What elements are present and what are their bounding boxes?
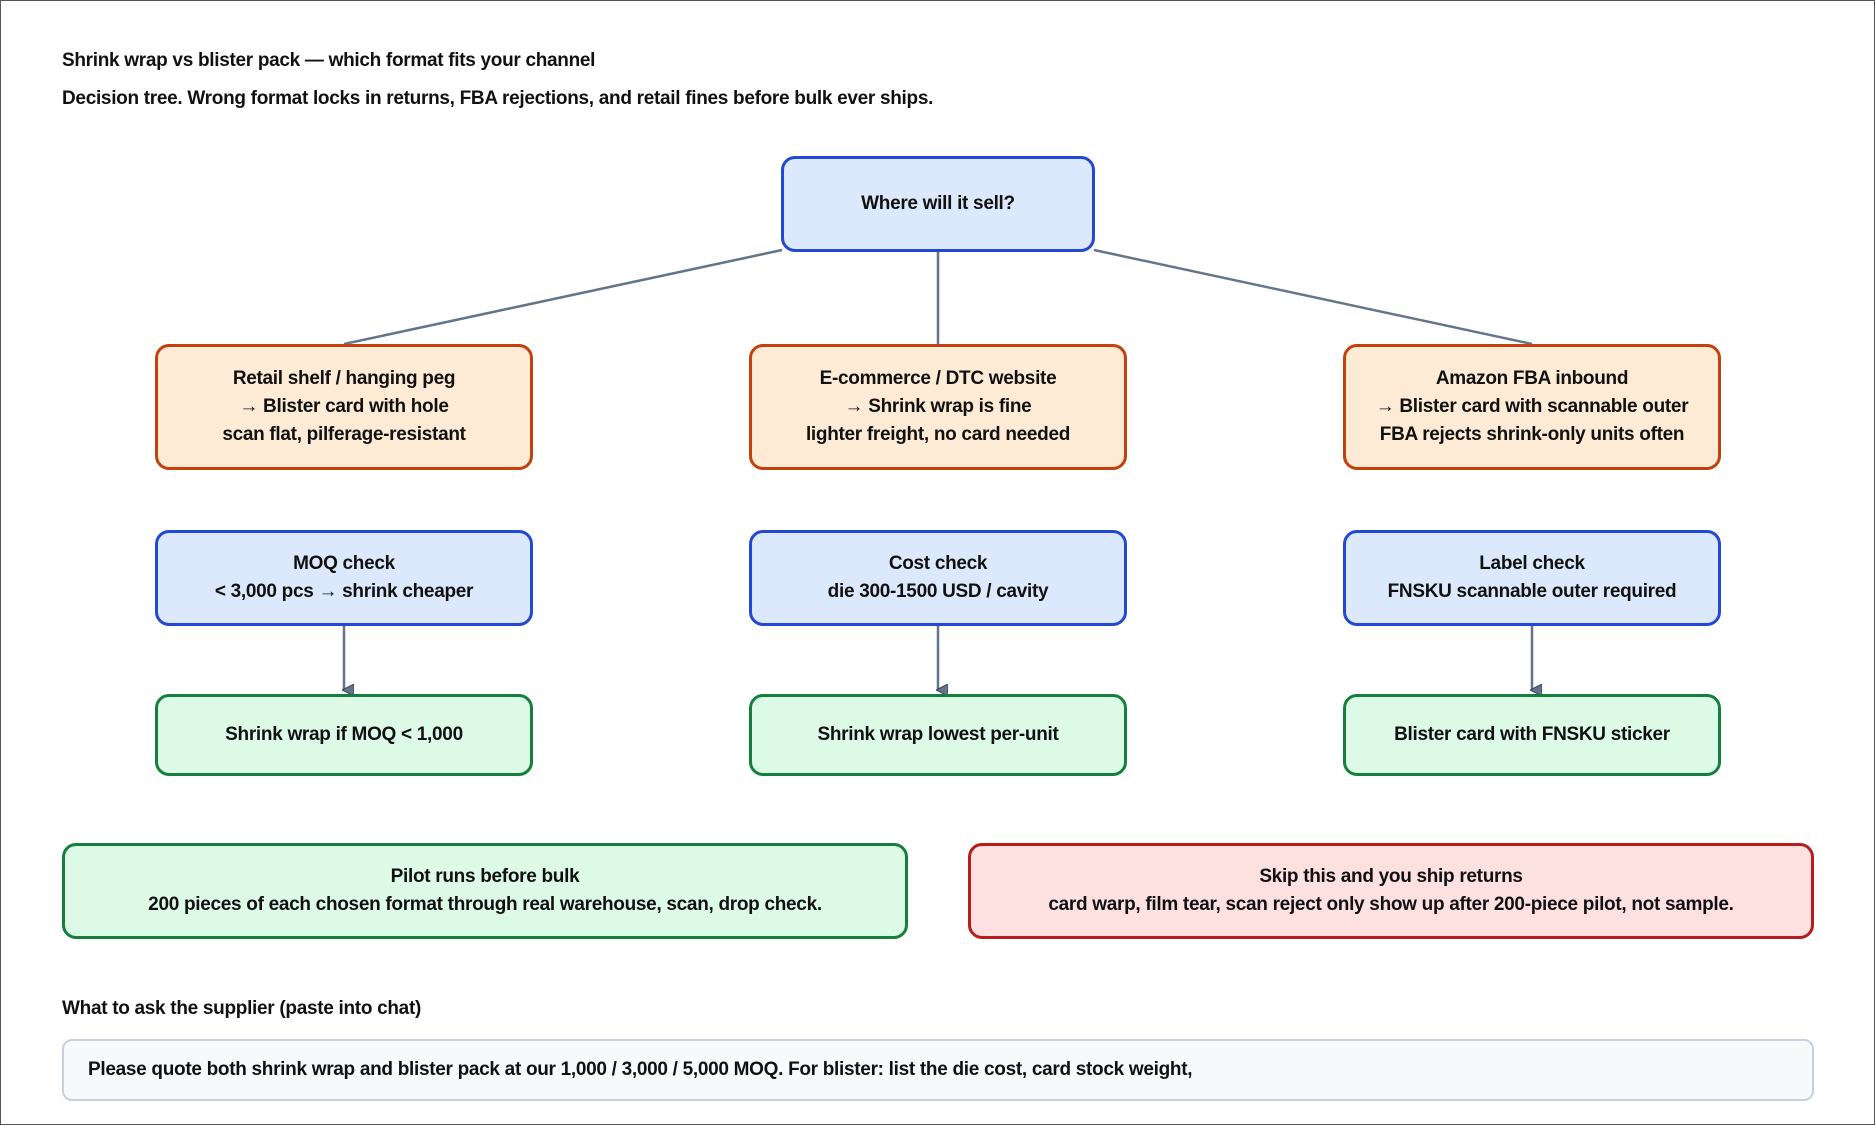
channel-node-fba: Amazon FBA inbound → Blister card with s… <box>1343 344 1721 470</box>
channel-node-retail: Retail shelf / hanging peg → Blister car… <box>155 344 533 470</box>
result-node-retail: Shrink wrap if MOQ < 1,000 <box>155 694 533 776</box>
pilot-body: 200 pieces of each chosen format through… <box>148 894 822 915</box>
check-node-cost: Cost check die 300-1500 USD / cavity <box>749 530 1127 626</box>
supplier-ask-heading: What to ask the supplier (paste into cha… <box>62 998 421 1019</box>
result-label: Shrink wrap if MOQ < 1,000 <box>225 724 463 745</box>
result-node-ecommerce: Shrink wrap lowest per-unit <box>749 694 1127 776</box>
result-label: Blister card with FNSKU sticker <box>1394 724 1670 745</box>
channel-line-3: FBA rejects shrink-only units often <box>1379 424 1685 445</box>
check-detail: FNSKU scannable outer required <box>1387 581 1677 602</box>
check-node-label: Label check FNSKU scannable outer requir… <box>1343 530 1721 626</box>
warning-title: Skip this and you ship returns <box>1259 866 1523 887</box>
channel-line-1: Retail shelf / hanging peg <box>232 368 456 389</box>
check-title: Label check <box>1479 553 1585 574</box>
channel-line-1: E-commerce / DTC website <box>819 368 1057 389</box>
result-node-fba: Blister card with FNSKU sticker <box>1343 694 1721 776</box>
connector-root-fba <box>1093 248 1533 346</box>
supplier-message-box[interactable]: Please quote both shrink wrap and bliste… <box>62 1039 1814 1101</box>
root-question-label: Where will it sell? <box>861 193 1015 214</box>
check-title: MOQ check <box>293 553 395 574</box>
check-node-moq: MOQ check < 3,000 pcs → shrink cheaper <box>155 530 533 626</box>
check-detail: < 3,000 pcs → shrink cheaper <box>214 581 474 602</box>
channel-line-3: lighter freight, no card needed <box>805 424 1071 445</box>
diagram-title: Shrink wrap vs blister pack — which form… <box>62 50 596 71</box>
result-label: Shrink wrap lowest per-unit <box>817 724 1059 745</box>
diagram-subtitle: Decision tree. Wrong format locks in ret… <box>62 88 934 109</box>
channel-line-3: scan flat, pilferage-resistant <box>222 424 466 445</box>
channel-line-1: Amazon FBA inbound <box>1435 368 1629 389</box>
channel-line-2: → Blister card with hole <box>239 396 449 417</box>
check-detail: die 300-1500 USD / cavity <box>827 581 1049 602</box>
channel-node-ecommerce: E-commerce / DTC website → Shrink wrap i… <box>749 344 1127 470</box>
pilot-callout: Pilot runs before bulk 200 pieces of eac… <box>62 843 908 939</box>
channel-line-2: → Blister card with scannable outer <box>1375 396 1689 417</box>
channel-line-2: → Shrink wrap is fine <box>844 396 1032 417</box>
warning-body: card warp, film tear, scan reject only s… <box>1048 894 1734 915</box>
connector-root-retail <box>343 248 783 346</box>
root-question-node: Where will it sell? <box>781 156 1095 252</box>
check-title: Cost check <box>888 553 988 574</box>
pilot-title: Pilot runs before bulk <box>390 866 580 887</box>
warning-callout: Skip this and you ship returns card warp… <box>968 843 1814 939</box>
